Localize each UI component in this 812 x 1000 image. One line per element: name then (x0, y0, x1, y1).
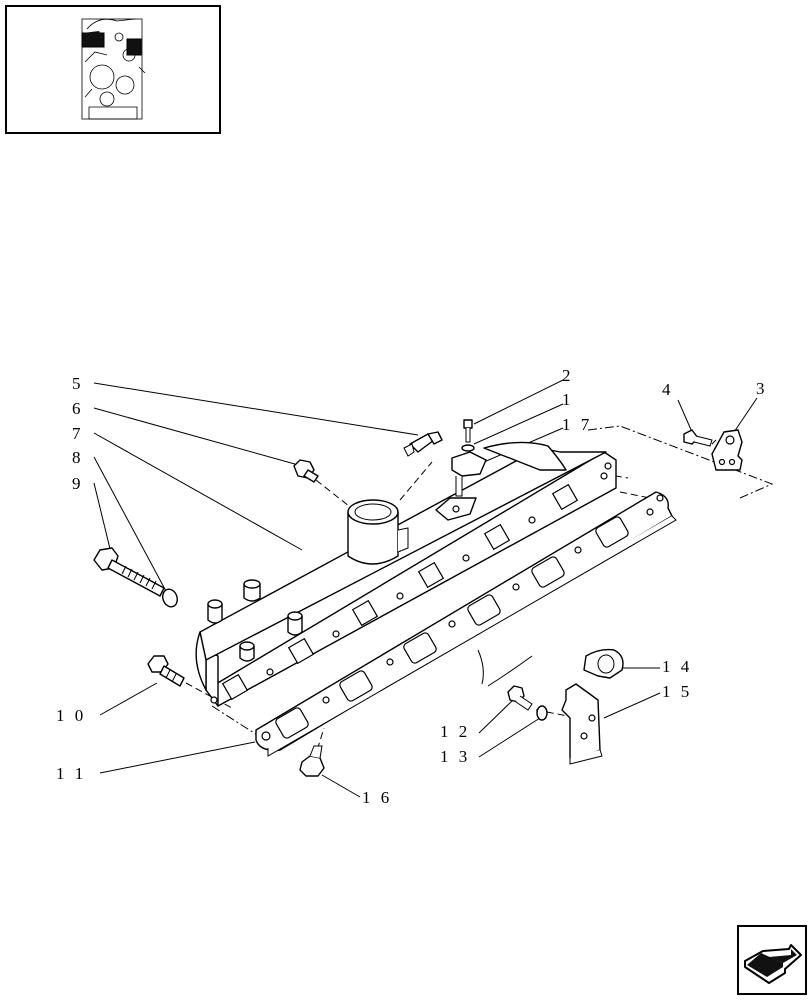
sensor-bracket-17 (435, 451, 487, 521)
bracket-15 (561, 683, 603, 765)
manifold-top (199, 447, 607, 661)
engine-location-thumbnail (5, 5, 221, 134)
bolt-10 (147, 655, 185, 687)
washer-13 (536, 705, 548, 721)
callout-4: 4 (662, 380, 674, 399)
leader-line-12 (478, 699, 514, 734)
bolt-9 (93, 547, 165, 597)
leader-line-5 (93, 382, 419, 436)
leader-line-15 (603, 692, 661, 719)
leader-line-7 (93, 432, 303, 551)
sensor-5 (403, 431, 443, 457)
leader-line-11 (99, 741, 256, 774)
leader-line-10 (99, 682, 158, 716)
o-ring-8 (162, 588, 178, 608)
callout-16: 1 6 (362, 788, 392, 807)
leader-line-13 (478, 717, 541, 758)
callout-14: 1 4 (662, 657, 692, 676)
leader-line-16 (321, 774, 361, 798)
leader-line-2 (473, 379, 564, 425)
callout-7: 7 (72, 424, 84, 443)
next-page-button[interactable] (737, 925, 807, 995)
callout-11: 1 1 (56, 764, 86, 783)
callout-12: 1 2 (440, 722, 470, 741)
screw-2 (463, 419, 473, 443)
bracket-3 (711, 429, 743, 471)
callout-8: 8 (72, 448, 84, 467)
engine-location-icon (81, 18, 146, 120)
callout-17: 1 7 (562, 415, 592, 434)
callout-15: 1 5 (662, 682, 692, 701)
leader-lines (93, 379, 758, 798)
callout-5: 5 (72, 374, 84, 393)
inlet-port (347, 511, 399, 565)
leader-line-8 (93, 456, 168, 594)
plug-6 (293, 459, 319, 483)
stud-16 (299, 745, 325, 777)
manifold-gasket (255, 491, 677, 757)
leader-line-4 (677, 399, 693, 433)
callout-2: 2 (562, 366, 574, 385)
callouts: 5 6 7 8 9 2 1 1 7 4 3 1 0 1 1 1 2 1 3 1 … (56, 366, 768, 807)
washer-1 (461, 444, 475, 452)
callout-1: 1 (562, 390, 574, 409)
leader-line-1 (473, 403, 564, 445)
intake-manifold (195, 441, 617, 707)
next-page-arrow-icon (744, 944, 802, 984)
callout-13: 1 3 (440, 747, 470, 766)
manifold-flange-ports (210, 462, 612, 704)
screw-12 (507, 685, 533, 711)
callout-6: 6 (72, 399, 84, 418)
leader-line-9 (93, 482, 113, 558)
clamp-14 (583, 648, 624, 679)
callout-10: 1 0 (56, 706, 86, 725)
leader-line-6 (93, 407, 303, 467)
manifold-bosses (207, 579, 303, 662)
callout-9: 9 (72, 474, 84, 493)
bolt-4 (683, 429, 713, 447)
callout-3: 3 (756, 379, 768, 398)
